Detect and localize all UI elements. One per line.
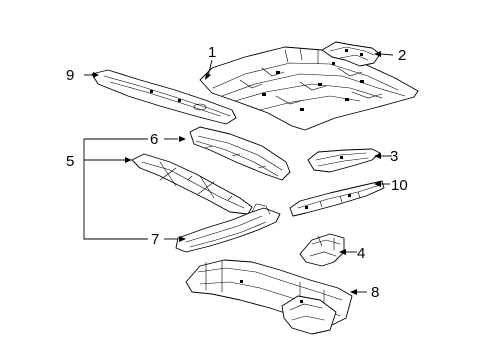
- rear-crossmember-part: [175, 203, 281, 253]
- floor-pan-part: [199, 46, 419, 131]
- support-bracket-part: [307, 148, 381, 173]
- callout-labels: 1 2 3 4 5 6 7 8 9 10: [66, 44, 408, 301]
- mount-bracket-part: [299, 233, 345, 267]
- rear-crossmember-assembly-part: [185, 259, 353, 335]
- callout-5: 5: [66, 153, 74, 170]
- callout-9: 9: [66, 67, 74, 84]
- callout-1: 1: [208, 44, 216, 61]
- reinforcement-rail-part: [289, 180, 385, 217]
- callout-10: 10: [391, 177, 408, 194]
- leader-lines: [83, 51, 394, 295]
- callout-6: 6: [150, 131, 158, 148]
- callout-8: 8: [371, 284, 379, 301]
- callout-3: 3: [390, 148, 398, 165]
- callout-7: 7: [151, 231, 159, 248]
- front-crossmember-part: [189, 126, 291, 181]
- callout-4: 4: [357, 245, 365, 262]
- side-rail-part: [91, 69, 237, 125]
- crossmember-frame-part: [131, 153, 253, 215]
- floor-bracket-part: [321, 41, 381, 67]
- callout-2: 2: [398, 47, 406, 64]
